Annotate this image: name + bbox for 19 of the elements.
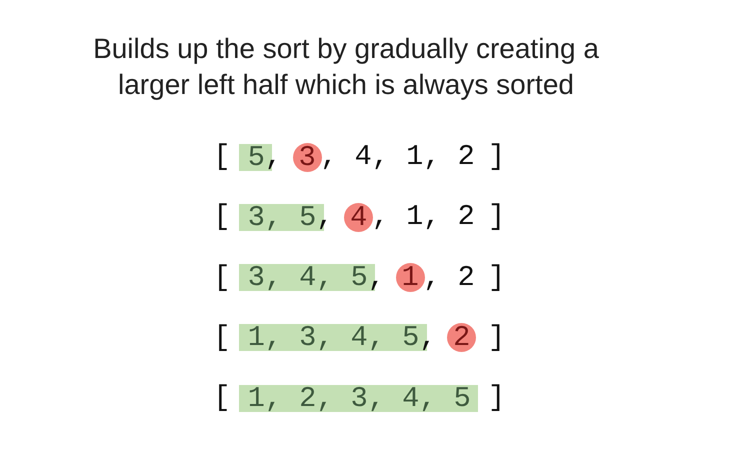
sorted-highlight: 1, 2, 3, 4, 5	[239, 384, 478, 412]
bracket: ]	[488, 201, 506, 234]
current-item-circle: 1	[396, 263, 425, 292]
bracket: ]	[488, 382, 506, 414]
bracket: ]	[488, 141, 506, 173]
current-item-circle: 3	[292, 142, 322, 172]
current-item-circle: 2	[447, 323, 476, 352]
bracket: [	[213, 382, 231, 414]
bracket: [	[213, 201, 231, 234]
bracket: [	[213, 322, 231, 354]
title: Builds up the sort by gradually creating a larger left half which is always sorted	[92, 32, 600, 102]
bracket: ]	[488, 262, 506, 294]
bracket: [	[213, 141, 231, 173]
current-item-circle: 4	[344, 202, 374, 232]
list-text: , 4, 1, 2	[320, 141, 475, 173]
list-text: , 2	[423, 262, 475, 294]
bracket: ]	[488, 322, 506, 354]
bracket: [	[213, 262, 231, 294]
list-text: , 1, 2	[372, 201, 475, 234]
